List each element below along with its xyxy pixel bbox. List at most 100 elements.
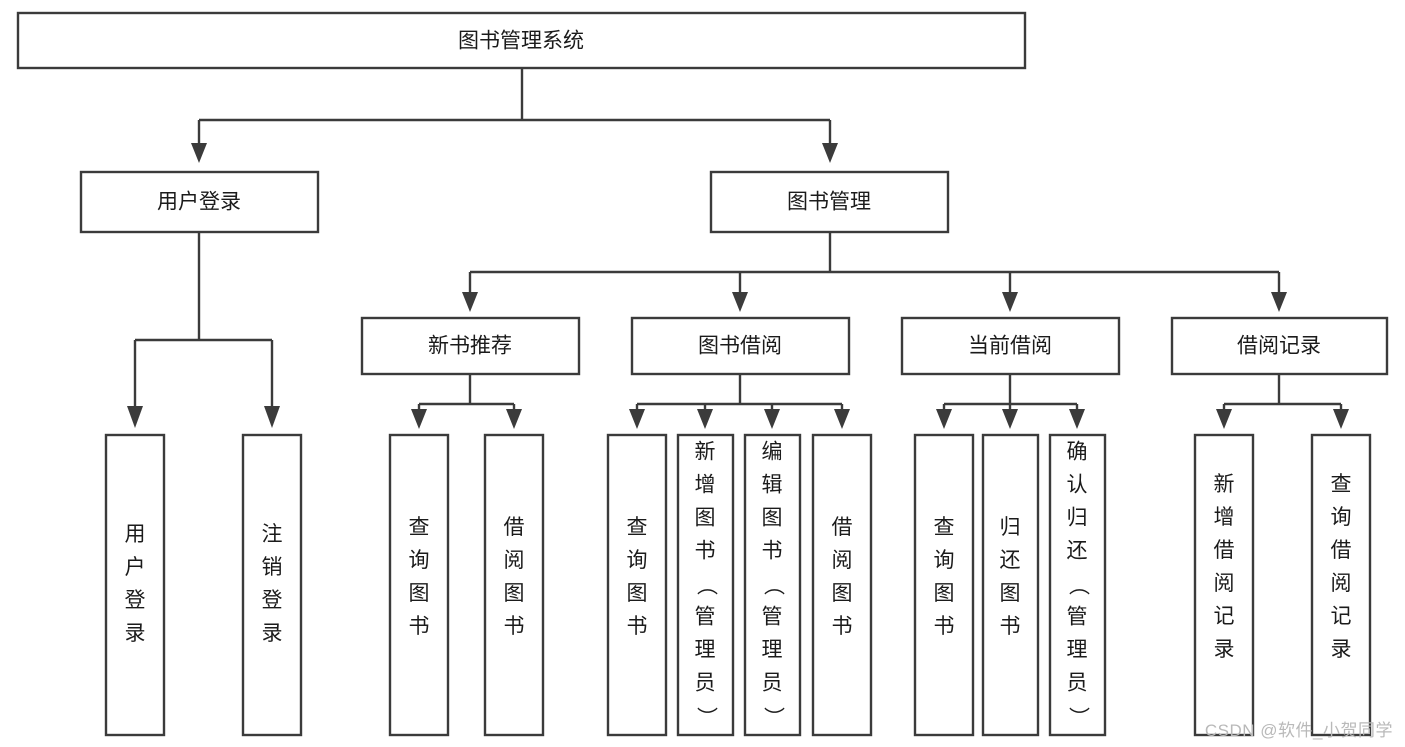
node-user-login-label: 用户登录	[157, 191, 241, 214]
node-new-book-recommend-box[interactable]	[360, 316, 581, 376]
svg-text:查: 查	[934, 516, 955, 539]
svg-text:录: 录	[1214, 638, 1235, 661]
svg-text:（: （	[761, 575, 784, 596]
svg-text:录: 录	[262, 622, 283, 645]
svg-text:书: 书	[762, 540, 783, 563]
arrow-head-to-book-borrow	[732, 292, 748, 312]
arrow-head-leaf-add-book	[697, 409, 713, 429]
node-leaf-borrow-book-box[interactable]	[811, 433, 873, 737]
node-book-borrow-box[interactable]	[630, 316, 851, 376]
node-user-login-box[interactable]	[79, 170, 320, 234]
svg-text:辑: 辑	[762, 474, 783, 497]
node-leaf-logout-box[interactable]	[241, 433, 303, 737]
svg-text:图: 图	[1000, 582, 1021, 605]
svg-text:员: 员	[695, 672, 716, 695]
svg-text:还: 还	[1000, 549, 1021, 572]
svg-text:注: 注	[262, 523, 283, 546]
svg-text:询: 询	[934, 549, 955, 572]
node-book-management[interactable]: 图书管理	[709, 170, 950, 234]
svg-text:借: 借	[504, 516, 525, 539]
svg-text:书: 书	[504, 615, 525, 638]
svg-text:借: 借	[1214, 539, 1235, 562]
node-leaf-user-login-box[interactable]	[104, 433, 166, 737]
node-root[interactable]: 图书管理系统	[16, 11, 1027, 70]
svg-text:借: 借	[1331, 539, 1352, 562]
svg-text:图: 图	[695, 507, 716, 530]
arrow-head-to-borrow-records	[1271, 292, 1287, 312]
svg-text:编: 编	[762, 441, 783, 464]
connector-group-root	[191, 68, 838, 163]
arrow-head-to-book-management	[822, 143, 838, 163]
svg-text:图: 图	[504, 582, 525, 605]
arrow-head-leaf-confirm-return	[1069, 409, 1085, 429]
node-book-borrow[interactable]: 图书借阅	[630, 316, 851, 376]
node-leaf-query-borrow-record-box[interactable]	[1310, 433, 1372, 737]
svg-text:理: 理	[762, 639, 783, 662]
node-borrow-records-label: 借阅记录	[1237, 335, 1321, 358]
node-current-borrow[interactable]: 当前借阅	[900, 316, 1121, 376]
node-borrow-records[interactable]: 借阅记录	[1170, 316, 1389, 376]
svg-text:登: 登	[125, 589, 146, 612]
svg-text:新: 新	[1214, 473, 1235, 496]
svg-text:新: 新	[695, 441, 716, 464]
node-root-box[interactable]	[16, 11, 1027, 70]
node-leaf-add-book-box[interactable]	[676, 433, 735, 737]
svg-text:理: 理	[695, 639, 716, 662]
node-leaf-edit-book-box[interactable]	[743, 433, 802, 737]
arrow-head-to-new-book-recommend	[462, 292, 478, 312]
node-leaf-return-book-box[interactable]	[981, 433, 1040, 737]
svg-text:管: 管	[762, 606, 783, 629]
svg-text:询: 询	[409, 549, 430, 572]
svg-text:用: 用	[125, 523, 146, 546]
node-book-management-box[interactable]	[709, 170, 950, 234]
node-user-login[interactable]: 用户登录	[79, 170, 320, 234]
node-borrow-records-box[interactable]	[1170, 316, 1389, 376]
arrow-head-leaf-borrow-book-recommend	[506, 409, 522, 429]
arrow-head-leaf-add-borrow-record	[1216, 409, 1232, 429]
svg-text:阅: 阅	[1214, 572, 1235, 595]
node-leaf-query-book-recommend-box[interactable]	[388, 433, 450, 737]
node-leaf-borrow-book-recommend-box[interactable]	[483, 433, 545, 737]
svg-text:员: 员	[762, 672, 783, 695]
node-new-book-recommend[interactable]: 新书推荐	[360, 316, 581, 376]
svg-text:书: 书	[832, 615, 853, 638]
arrow-head-to-user-login	[191, 143, 207, 163]
svg-text:登: 登	[262, 589, 283, 612]
svg-text:阅: 阅	[1331, 572, 1352, 595]
node-leaf-query-book-current-box[interactable]	[913, 433, 975, 737]
svg-text:理: 理	[1067, 639, 1088, 662]
node-leaf-confirm-return-box[interactable]	[1048, 433, 1107, 737]
svg-text:员: 员	[1067, 672, 1088, 695]
svg-text:查: 查	[409, 516, 430, 539]
csdn-watermark: CSDN @软件_小贺同学	[1204, 721, 1393, 740]
node-leaf-query-book-borrow-box[interactable]	[606, 433, 668, 737]
node-leaf-add-borrow-record-box[interactable]	[1193, 433, 1255, 737]
svg-text:询: 询	[627, 549, 648, 572]
node-leaf-user-login[interactable]: 用户登录	[104, 433, 166, 737]
svg-text:还: 还	[1067, 540, 1088, 563]
arrow-head-leaf-query-book-borrow	[629, 409, 645, 429]
arrow-head-leaf-logout	[264, 406, 280, 428]
node-current-borrow-box[interactable]	[900, 316, 1121, 376]
